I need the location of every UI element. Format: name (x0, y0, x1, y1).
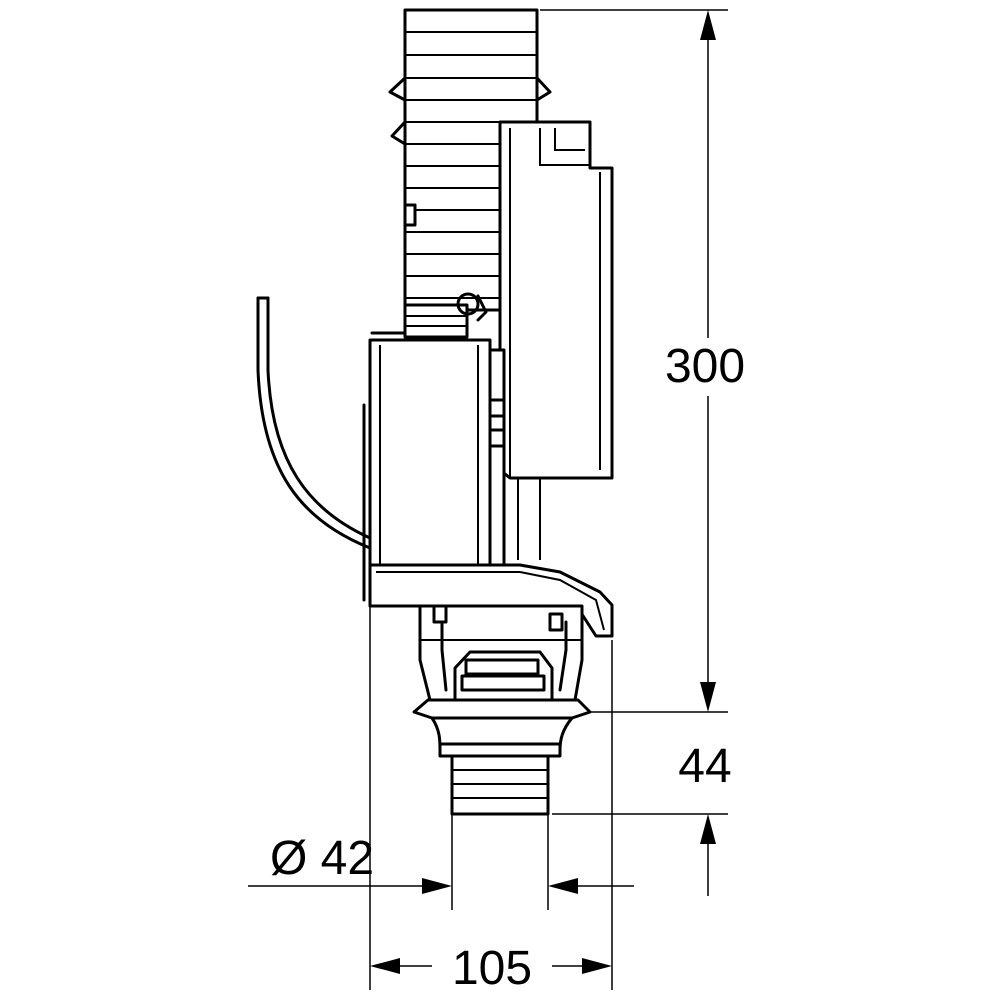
diameter-outlet-dimension: Ø 42 (248, 814, 634, 910)
bowden-cable (256, 296, 372, 550)
width-total-dimension: 105 (369, 606, 613, 995)
width-total-label: 105 (452, 942, 532, 995)
height-outlet-dimension: 44 (552, 740, 732, 896)
height-outlet-label: 44 (678, 740, 731, 793)
valve-cage (418, 604, 584, 702)
height-total-label: 300 (665, 340, 745, 393)
upper-housing (498, 120, 614, 480)
height-total-dimension: 300 (540, 9, 745, 713)
outlet-pipe (412, 698, 592, 816)
diameter-outlet-label: Ø 42 (270, 832, 374, 885)
